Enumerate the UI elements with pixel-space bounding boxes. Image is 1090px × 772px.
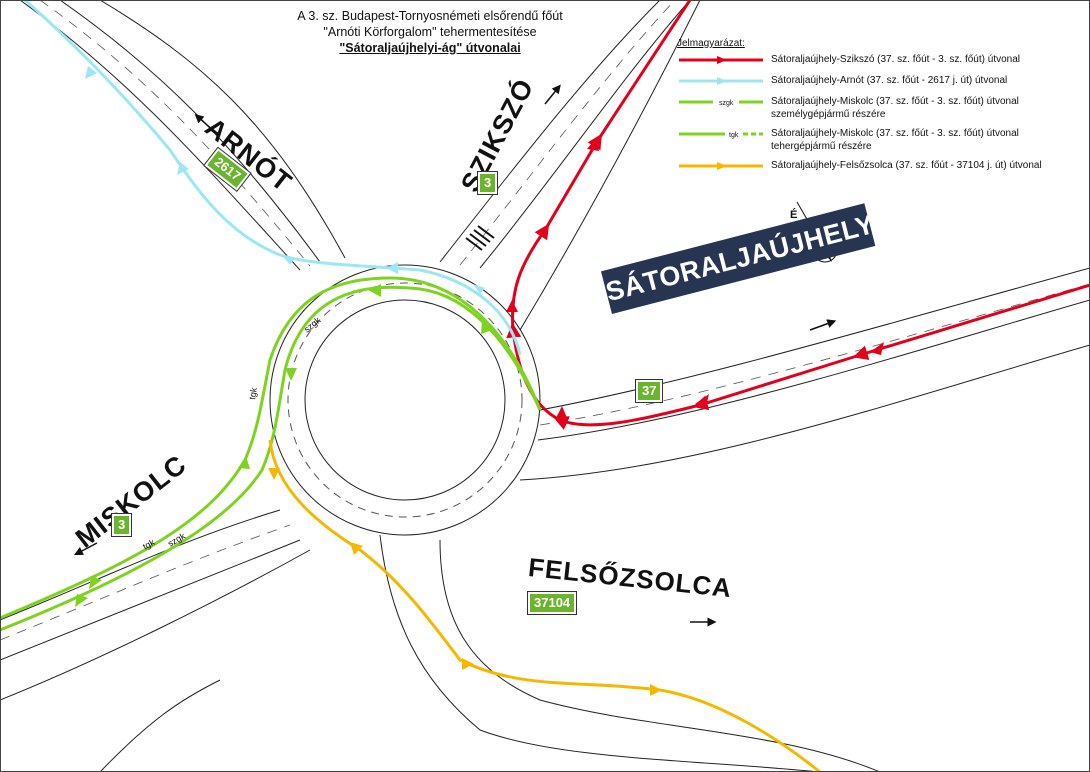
lane-label-tgk: tgk [247,386,259,400]
route-cyan-arrows [85,66,485,294]
legend-item-label: Sátoraljaújhely-Miskolc (37. sz. főút - … [771,128,1019,152]
legend-item-label: Sátoraljaújhely-Felsőzsolca (37. sz. főú… [771,160,1042,171]
title-line-3: "Sátoraljaújhelyi-ág" útvonalai [339,41,521,55]
route-cyan [24,0,522,356]
title-line-1: A 3. sz. Budapest-Tornyosnémeti elsőrend… [297,9,563,23]
svg-text:É: É [790,208,797,221]
legend: Jelmagyarázat: Sátoraljaújhely-Szikszó (… [677,38,1077,180]
crosswalk [465,225,495,251]
legend-item-green-tgk: tgk Sátoraljaújhely-Miskolc (37. sz. főú… [677,127,1077,155]
route-green-arrows [75,284,492,607]
legend-item-label: Sátoraljaújhely-Arnót (37. sz. főút - 26… [771,75,1008,86]
route-orange-arrows [268,468,662,696]
road-shield-icon: 37 [634,379,664,403]
legend-item-cyan: Sátoraljaújhely-Arnót (37. sz. főút - 26… [677,74,1077,91]
road-shield-icon: 3 [110,513,133,537]
route-green [0,276,542,632]
title-line-2: "Arnóti Körforgalom" tehermentesítése [323,25,537,39]
direction-arrows [74,84,837,627]
legend-item-orange: Sátoraljaújhely-Felsőzsolca (37. sz. főú… [677,159,1077,176]
route-red-arrows [506,138,884,418]
road-shield-icon: 37104 [526,591,578,615]
lane-label-szgk: szgk [302,315,323,335]
legend-item-green-szgk: szgk Sátoraljaújhely-Miskolc (37. sz. fő… [677,95,1077,123]
legend-item-label: Sátoraljaújhely-Miskolc (37. sz. főút - … [771,96,1019,120]
legend-item-red: Sátoraljaújhely-Szikszó (37. sz. főút - … [677,53,1077,70]
legend-item-label: Sátoraljaújhely-Szikszó (37. sz. főút - … [771,54,1020,65]
roundabout [269,264,541,536]
direction-arrow-icon [809,319,837,331]
road-shield-icon: 3 [476,171,499,195]
map-title: A 3. sz. Budapest-Tornyosnémeti elsőrend… [240,8,620,56]
direction-arrow-icon [194,114,216,133]
legend-title: Jelmagyarázat: [677,38,745,49]
direction-arrow-icon [544,84,561,105]
svg-text:szgk: szgk [719,100,734,107]
lane-labels: szgk tgk tgk szgk [141,315,323,552]
svg-text:tgk: tgk [729,132,739,139]
direction-arrow-icon [74,542,98,556]
